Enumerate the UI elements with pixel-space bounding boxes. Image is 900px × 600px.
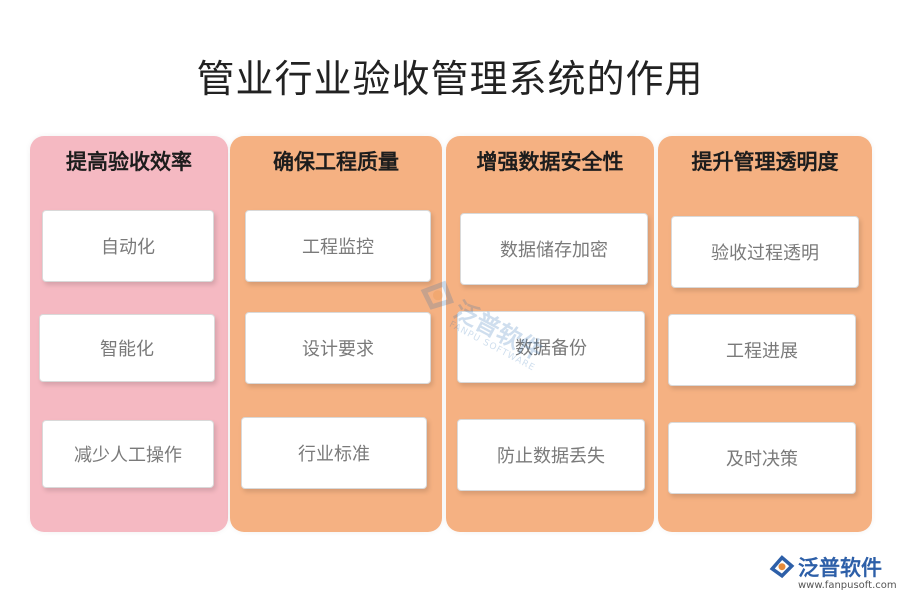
- fanpu-logo-icon: [769, 555, 795, 579]
- brand-logo: 泛普软件 www.fanpusoft.com: [768, 548, 897, 596]
- column-data-security: 增强数据安全性 数据储存加密 数据备份 防止数据丢失: [446, 136, 654, 532]
- item-card: 工程监控: [245, 210, 431, 282]
- column-transparency: 提升管理透明度 验收过程透明 工程进展 及时决策: [658, 136, 872, 532]
- item-card: 智能化: [39, 314, 215, 382]
- item-card: 防止数据丢失: [457, 419, 645, 491]
- page-title: 管业行业验收管理系统的作用: [196, 57, 704, 101]
- logo-url: www.fanpusoft.com: [798, 580, 897, 591]
- logo-brand: 泛普软件: [798, 556, 882, 580]
- item-card: 及时决策: [668, 422, 856, 494]
- item-card: 验收过程透明: [671, 216, 859, 288]
- column-heading: 增强数据安全性: [476, 149, 624, 174]
- item-card: 数据备份: [457, 311, 645, 383]
- column-efficiency: 提高验收效率 自动化 智能化 减少人工操作: [30, 136, 228, 532]
- item-card: 行业标准: [241, 417, 427, 489]
- item-card: 工程进展: [668, 314, 856, 386]
- column-heading: 提升管理透明度: [691, 149, 839, 174]
- item-card: 设计要求: [245, 312, 431, 384]
- column-heading: 确保工程质量: [273, 149, 399, 174]
- item-card: 自动化: [42, 210, 214, 282]
- item-card: 减少人工操作: [42, 420, 214, 488]
- column-heading: 提高验收效率: [66, 149, 192, 174]
- column-quality: 确保工程质量 工程监控 设计要求 行业标准: [230, 136, 442, 532]
- item-card: 数据储存加密: [460, 213, 648, 285]
